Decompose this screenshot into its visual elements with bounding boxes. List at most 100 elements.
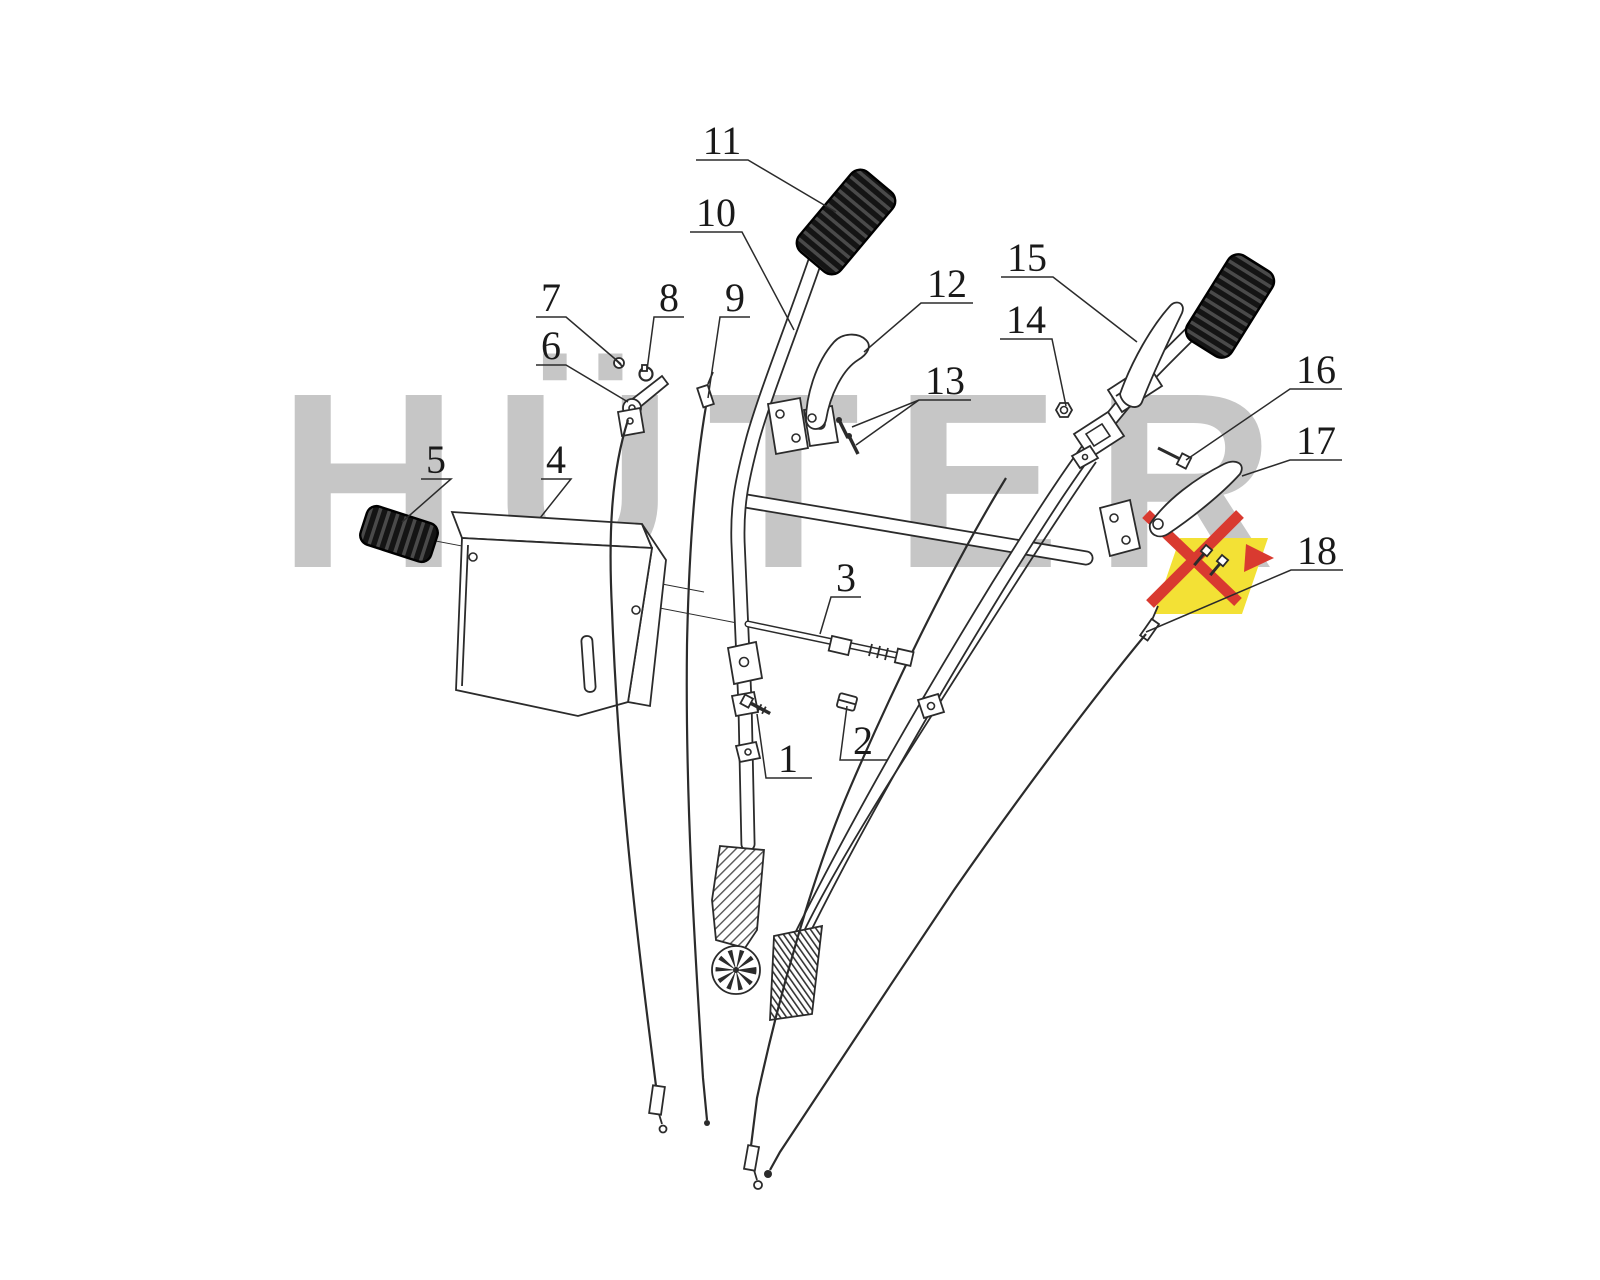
leader-line [1185, 388, 1342, 461]
callout-16: 16 [1185, 347, 1342, 461]
small-bolt-a [1193, 543, 1214, 567]
huter-watermark: HÜTER [278, 341, 1310, 620]
end-knob-hub [733, 967, 739, 973]
callout-8: 8 [646, 275, 684, 371]
callout-number: 9 [725, 275, 745, 320]
callout-number: 3 [836, 555, 856, 600]
switch-face [1084, 422, 1112, 448]
callout-17: 17 [1241, 418, 1342, 477]
callout-13: 13 [851, 358, 971, 446]
bolt-16-head [1175, 452, 1193, 470]
leader-line [536, 364, 629, 403]
bolt-1-thread-1 [756, 703, 763, 712]
control-panel [450, 511, 667, 717]
callout-number: 17 [1296, 418, 1336, 463]
callout-14: 14 [1000, 297, 1067, 407]
cable-18 [769, 633, 1147, 1171]
callout-15: 15 [1001, 235, 1138, 343]
leader-line [839, 705, 888, 761]
panel-hole-1 [468, 552, 478, 562]
callout-number: 4 [546, 437, 566, 482]
callout-12: 12 [863, 261, 973, 353]
callout-4: 4 [539, 437, 573, 519]
right-cable-end-nipple [753, 1180, 763, 1190]
leader-line [707, 316, 750, 399]
bolt-1-thread-2 [761, 706, 767, 715]
callout-18: 18 [1145, 528, 1343, 633]
callout-number: 15 [1007, 235, 1047, 280]
rod-3-inner [746, 622, 902, 658]
rod-thread-3 [884, 647, 889, 661]
callout-number: 8 [659, 275, 679, 320]
nut-2-line [838, 698, 856, 706]
mount-hole-2 [791, 433, 801, 443]
callout-number: 11 [703, 118, 742, 163]
cables-left [609, 405, 710, 1134]
nut-2 [836, 692, 858, 712]
nut-14-hole [1059, 405, 1069, 415]
callout-9: 9 [707, 275, 750, 399]
callout-2: 2 [839, 705, 888, 763]
bolt-1 [739, 693, 771, 716]
right-control-cable [749, 477, 1007, 1147]
callout-6: 6 [536, 323, 629, 403]
throttle-cable [609, 419, 658, 1087]
end-knob-spokes [715, 949, 757, 991]
pin-head-2 [846, 433, 852, 439]
rod-end-cap [893, 647, 915, 667]
inner-cable-ball [704, 1120, 710, 1126]
callout-3: 3 [819, 555, 861, 635]
callout-number: 5 [426, 437, 446, 482]
lever-17-blade [1148, 460, 1243, 538]
leader-line [1001, 276, 1138, 343]
callout-number: 14 [1006, 297, 1046, 342]
brand-logo [1142, 510, 1274, 614]
grip-rubber [359, 504, 439, 564]
rod-bracket-hole [738, 656, 750, 668]
grip-top-left [795, 168, 897, 276]
callout-1: 1 [756, 713, 812, 781]
small-bolt-a-shaft [1193, 552, 1206, 567]
inner-rod [797, 461, 1097, 945]
panel-hole-2 [631, 605, 641, 615]
cables-right [742, 477, 1161, 1190]
grip-top-right [1184, 253, 1276, 359]
rod-connector [827, 634, 853, 657]
bolt-16-shaft [1157, 446, 1181, 461]
leader-line [855, 399, 920, 446]
small-bolt-a-head [1199, 543, 1214, 558]
leader-line [646, 316, 684, 371]
cable-end-wire [658, 1113, 663, 1125]
right-cable-end-wire [753, 1169, 758, 1181]
bracket-17-hole-2 [1121, 535, 1131, 545]
lower-wedge [769, 924, 824, 1022]
inner-cable [685, 405, 709, 1121]
bracket-17 [1098, 498, 1142, 558]
leader-line [690, 231, 795, 331]
callout-number: 16 [1296, 347, 1336, 392]
lower-right-lever-assembly [1098, 460, 1243, 577]
tension-rod-assembly [726, 620, 915, 718]
callout-7: 7 [536, 275, 622, 365]
leader-line [819, 596, 861, 635]
callout-number: 12 [927, 261, 967, 306]
callout-11: 11 [696, 118, 837, 213]
callout-number: 1 [778, 736, 798, 781]
small-bolt-b-shaft [1209, 562, 1222, 577]
grip-sleeve-hatched [711, 845, 765, 950]
grip-rubber [795, 168, 897, 276]
tube-tab-hole [744, 748, 752, 756]
lever-pivot [807, 413, 817, 423]
right-lever-assembly [1054, 301, 1193, 470]
clamp-8-tab [641, 364, 648, 372]
leader-line [401, 478, 453, 523]
tube-tab-right-hole [926, 701, 936, 711]
cable-18-top-stub [1151, 605, 1159, 621]
callout-number: 13 [925, 358, 965, 403]
throttle-lever-assembly [613, 357, 715, 438]
cable-9-top-fitting [696, 383, 715, 409]
grip-left-small [359, 504, 439, 564]
